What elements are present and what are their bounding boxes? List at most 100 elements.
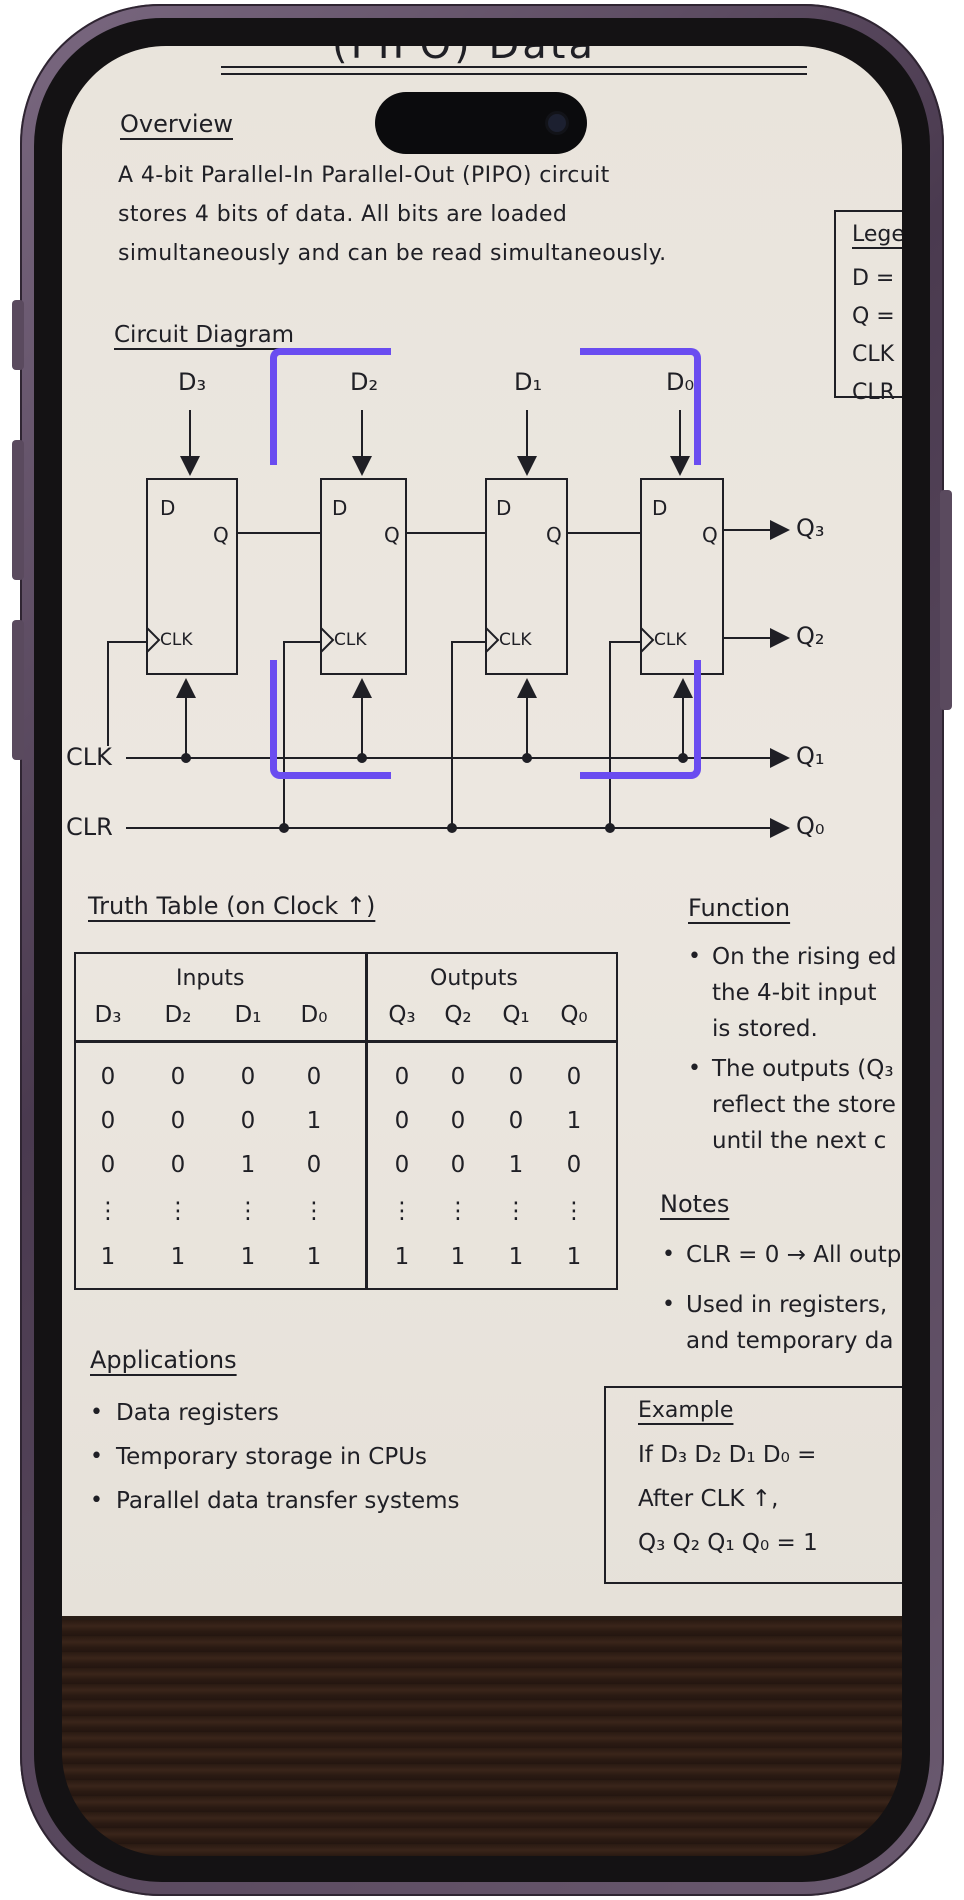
bullet: • <box>662 1292 675 1317</box>
table-cell: 0 <box>394 1064 410 1090</box>
table-cell: ⋮ <box>302 1198 326 1224</box>
pin-q: Q <box>702 523 718 547</box>
pin-clk: CLK <box>499 630 532 650</box>
table-cell: ⋮ <box>390 1198 414 1224</box>
notes-heading: Notes <box>660 1190 730 1218</box>
clk-triangle-3 <box>146 627 161 653</box>
pin-clk: CLK <box>334 630 367 650</box>
table-cell: 0 <box>240 1064 256 1090</box>
front-camera-icon <box>548 114 566 132</box>
example-heading: Example <box>638 1398 734 1423</box>
clr-bus-label: CLR <box>66 813 113 841</box>
table-cell: 0 <box>170 1108 186 1134</box>
paper-document: (PIPO) Data Overview A 4-bit Parallel-In… <box>62 46 902 1620</box>
table-column-header: D₀ <box>300 1002 328 1028</box>
overview-text: A 4-bit Parallel-In Parallel-Out (PIPO) … <box>118 156 666 273</box>
junction-dot <box>357 753 367 763</box>
bullet: • <box>90 1488 103 1513</box>
wooden-desk <box>62 1620 902 1856</box>
applications-item: Data registers <box>116 1400 279 1426</box>
example-line: Q₃ Q₂ Q₁ Q₀ = 1 <box>638 1530 818 1556</box>
table-column-header: Q₀ <box>560 1002 588 1028</box>
bullet: • <box>688 1056 701 1081</box>
clk-triangle-1 <box>485 627 500 653</box>
overview-line: A 4-bit Parallel-In Parallel-Out (PIPO) … <box>118 163 610 188</box>
table-cell: 1 <box>566 1108 582 1134</box>
table-cell: 1 <box>100 1244 116 1270</box>
junction-dot <box>181 753 191 763</box>
legend-item: CLR <box>852 380 895 405</box>
table-cell: 1 <box>306 1108 322 1134</box>
table-cell: ⋮ <box>166 1198 190 1224</box>
function-item-line: On the rising ed <box>712 944 897 970</box>
junction-dot <box>522 753 532 763</box>
bullet: • <box>90 1400 103 1425</box>
table-cell: 0 <box>450 1152 466 1178</box>
legend-item: Q = <box>852 304 895 329</box>
clr-link-2 <box>283 641 321 828</box>
side-button-power[interactable] <box>940 490 952 710</box>
title-underline <box>221 66 807 68</box>
table-cell: 0 <box>566 1152 582 1178</box>
side-button-volume-down[interactable] <box>12 620 24 760</box>
pin-clk: CLK <box>160 630 193 650</box>
table-divider <box>76 1040 616 1043</box>
junction-dot <box>447 823 457 833</box>
legend-item: D = <box>852 266 895 291</box>
clr-link-1 <box>451 641 486 828</box>
flip-flop-1 <box>485 478 568 675</box>
table-cell: 0 <box>450 1108 466 1134</box>
junction-dot <box>678 753 688 763</box>
table-cell: 0 <box>170 1064 186 1090</box>
table-cell: 1 <box>240 1152 256 1178</box>
bullet: • <box>688 944 701 969</box>
flip-flop-3 <box>146 478 238 675</box>
camera-viewfinder[interactable]: (PIPO) Data Overview A 4-bit Parallel-In… <box>62 46 902 1856</box>
table-cell: 0 <box>450 1064 466 1090</box>
scan-corner-bottom-left <box>270 660 391 779</box>
example-box <box>604 1386 902 1584</box>
clr-link-0 <box>609 641 641 828</box>
scan-corner-top-right <box>580 348 701 465</box>
table-cell: 0 <box>100 1108 116 1134</box>
side-button-silent[interactable] <box>12 300 24 370</box>
overview-line: stores 4 bits of data. All bits are load… <box>118 202 568 227</box>
table-column-header: Q₁ <box>502 1002 530 1028</box>
table-cell: 0 <box>394 1152 410 1178</box>
side-button-volume-up[interactable] <box>12 440 24 580</box>
clk-bus-label: CLK <box>66 743 112 771</box>
example-line: If D₃ D₂ D₁ D₀ = <box>638 1442 817 1468</box>
function-item-line: is stored. <box>712 1016 818 1042</box>
table-cell: 0 <box>100 1064 116 1090</box>
flip-flop-0 <box>640 478 724 675</box>
pin-d: D <box>652 496 668 520</box>
overview-line: simultaneously and can be read simultane… <box>118 241 667 266</box>
table-cell: 0 <box>240 1108 256 1134</box>
input-label-d2: D₂ <box>350 368 379 396</box>
scan-corner-top-left <box>270 348 391 465</box>
output-label-q1: Q₁ <box>796 742 825 770</box>
table-cell: 1 <box>306 1244 322 1270</box>
function-item-line: reflect the store <box>712 1092 896 1118</box>
function-item-line: until the next c <box>712 1128 887 1154</box>
table-group-inputs: Inputs <box>176 966 245 991</box>
table-cell: 0 <box>508 1108 524 1134</box>
table-cell: 1 <box>508 1152 524 1178</box>
table-divider <box>365 954 368 1288</box>
notes-item-line: Used in registers, <box>686 1292 888 1318</box>
bullet: • <box>662 1242 675 1267</box>
function-heading: Function <box>688 894 791 922</box>
pin-clk: CLK <box>654 630 687 650</box>
applications-item: Parallel data transfer systems <box>116 1488 460 1514</box>
flip-flop-2 <box>320 478 407 675</box>
pin-q: Q <box>384 523 400 547</box>
title-underline-2 <box>221 73 807 75</box>
table-column-header: Q₂ <box>444 1002 472 1028</box>
example-line: After CLK ↑, <box>638 1486 779 1512</box>
applications-item: Temporary storage in CPUs <box>116 1444 428 1470</box>
scan-corner-bottom-right <box>580 660 701 779</box>
circuit-heading: Circuit Diagram <box>114 322 295 348</box>
table-cell: 0 <box>170 1152 186 1178</box>
truth-table-heading: Truth Table (on Clock ↑) <box>88 892 376 920</box>
table-column-header: Q₃ <box>388 1002 416 1028</box>
